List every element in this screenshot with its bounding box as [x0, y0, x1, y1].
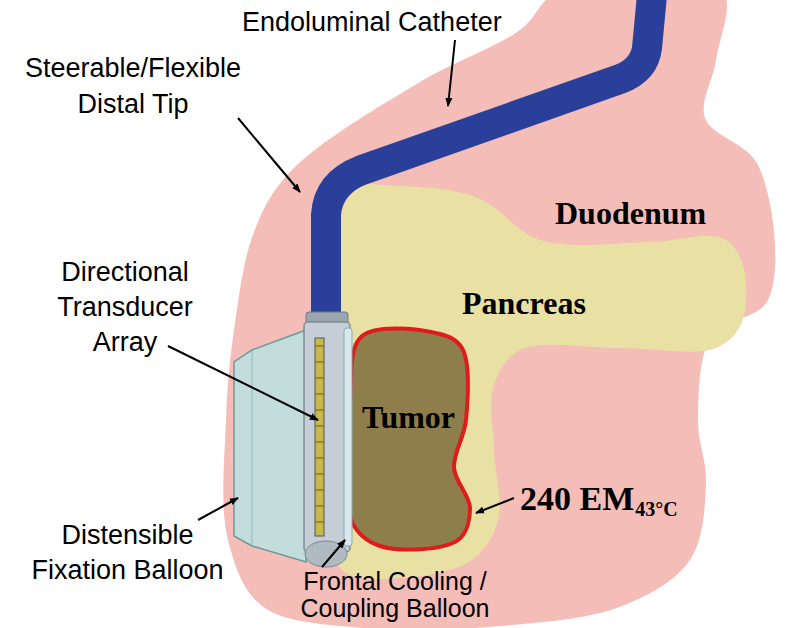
- transducer-element: [315, 426, 324, 427]
- transducer-element: [315, 474, 324, 475]
- transducer-element: [315, 346, 324, 347]
- part-label: Frontal Cooling / Coupling Balloon: [280, 568, 510, 622]
- organ-label: Tumor: [362, 398, 455, 436]
- leader-arrow: [322, 540, 345, 567]
- transducer-element: [315, 394, 324, 395]
- transducer-element: [315, 442, 324, 443]
- part-label: Endoluminal Catheter: [242, 6, 502, 38]
- thermal-dose-label: 240 EM: [520, 478, 634, 519]
- device-housing: [304, 322, 350, 552]
- part-label: Distensible Fixation Balloon: [20, 518, 235, 588]
- balloon-edge: [252, 350, 253, 546]
- fixation-balloon: [234, 330, 306, 562]
- transducer-elements: [315, 346, 324, 522]
- organ-label: Duodenum: [555, 194, 706, 232]
- transducer-element: [315, 378, 324, 379]
- leader-arrow: [238, 118, 300, 192]
- transducer-element: [315, 458, 324, 459]
- part-label: Steerable/Flexible Distal Tip: [8, 50, 258, 122]
- pancreas-region: [323, 183, 746, 579]
- leader-arrow: [448, 40, 455, 106]
- transducer-element: [315, 410, 324, 411]
- device-cap: [305, 541, 347, 567]
- organ-label: Pancreas: [462, 284, 586, 322]
- catheter-shaft: [326, 0, 652, 330]
- duodenum-region: [223, 0, 775, 628]
- part-label: Directional Transducer Array: [45, 255, 205, 360]
- transducer-element: [315, 362, 324, 363]
- transducer-element: [315, 506, 324, 507]
- transducer-element: [315, 490, 324, 491]
- thermal-dose-subscript: 43°C: [635, 497, 677, 521]
- leader-arrow: [198, 498, 238, 520]
- transducer-element: [315, 522, 324, 523]
- tumor-region: [346, 328, 470, 549]
- transducer-array: [315, 338, 324, 536]
- leader-arrow: [476, 498, 514, 513]
- cooling-balloon: [344, 328, 352, 546]
- leader-arrow: [168, 346, 318, 420]
